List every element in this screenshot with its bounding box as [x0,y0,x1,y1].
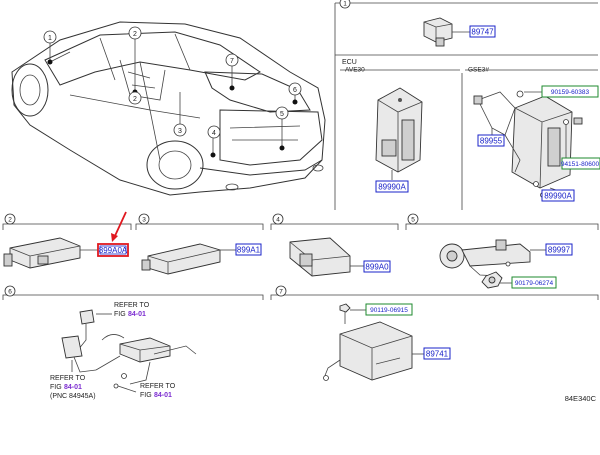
part-89997-label[interactable]: 89997 [548,246,571,255]
callout-7[interactable]: 7 [230,58,234,65]
ref2-link[interactable]: 84-01 [64,384,82,391]
part-90159-60383-label[interactable]: 90159-60383 [551,89,590,96]
callout-1[interactable]: 1 [48,35,52,42]
section-7-number: 7 [279,289,283,296]
callout-2a[interactable]: 2 [133,31,137,38]
section-4: 4 899A0 [270,213,399,277]
part-89747-drawing [423,17,453,47]
ecu-right-drawing [473,90,583,198]
part-90179-06274-label[interactable]: 90179-06274 [515,280,554,287]
callout-5[interactable]: 5 [280,111,284,118]
ref2-pnc: (PNC 84945A) [50,393,96,400]
part-89741-label[interactable]: 89741 [426,350,449,359]
part-89997-drawing [439,239,531,277]
section-1-number: 1 [343,1,347,8]
ecu-variant-left: AVE30 [345,67,365,74]
section-3-number: 3 [142,217,146,224]
callout-2b[interactable]: 2 [133,96,137,103]
part-899A1-drawing [141,243,221,275]
section-6-number: 6 [8,289,12,296]
part-90119-06915-label[interactable]: 90119-06915 [370,307,408,314]
section-2: 2 899A0A [2,211,132,269]
section-5: 5 89997 90179-06274 [405,213,599,289]
callout-3[interactable]: 3 [178,128,182,135]
part-899A0A-drawing [3,237,81,269]
part-89990A-right-label[interactable]: 89990A [544,192,572,201]
car-illustration: 1 2 2 3 4 5 6 7 [11,21,326,196]
bolt-90179-drawing [481,271,503,289]
section-5-number: 5 [411,217,415,224]
harness-drawing [61,309,197,389]
ref2-line2: FIG [50,384,62,391]
section-1: 1 89747 ECU AVE30 GSE3# 89990A [334,0,600,210]
diagram-id: 84E340C [565,394,597,403]
ref3-line2: FIG [140,392,152,399]
section-4-number: 4 [276,217,280,224]
section-3: 3 899A1 [135,213,264,275]
ref1-line1: REFER TO [114,302,150,309]
part-94151-80600-label[interactable]: 94151-80600 [561,161,600,168]
ecu-variant-right: GSE3# [468,67,489,74]
ref3-line1: REFER TO [140,383,176,390]
part-89741-drawing [323,321,413,381]
ref1-link[interactable]: 84-01 [128,311,146,318]
ref1-line2: FIG [114,311,126,318]
part-899A0-drawing [289,237,351,277]
ecu-label: ECU [342,59,357,66]
part-89990A-left-label[interactable]: 89990A [378,183,406,192]
section-2-number: 2 [8,217,12,224]
part-899A0A-label[interactable]: 899A0A [99,246,128,255]
part-89747-label[interactable]: 89747 [471,28,494,37]
callout-6[interactable]: 6 [293,87,297,94]
part-899A1-label[interactable]: 899A1 [237,246,261,255]
ref2-line1: REFER TO [50,375,86,382]
section-7: 7 90119-06915 89741 [270,285,599,381]
ecu-left-drawing [375,87,423,173]
bolt-90119-drawing [339,303,351,324]
part-89955-label[interactable]: 89955 [480,137,503,146]
callout-4[interactable]: 4 [212,130,216,137]
section-6: 6 REFER TO FIG 84-01 REFER TO FIG 84-01 … [2,285,264,400]
ref3-link[interactable]: 84-01 [154,392,172,399]
part-899A0-label[interactable]: 899A0 [365,263,389,272]
